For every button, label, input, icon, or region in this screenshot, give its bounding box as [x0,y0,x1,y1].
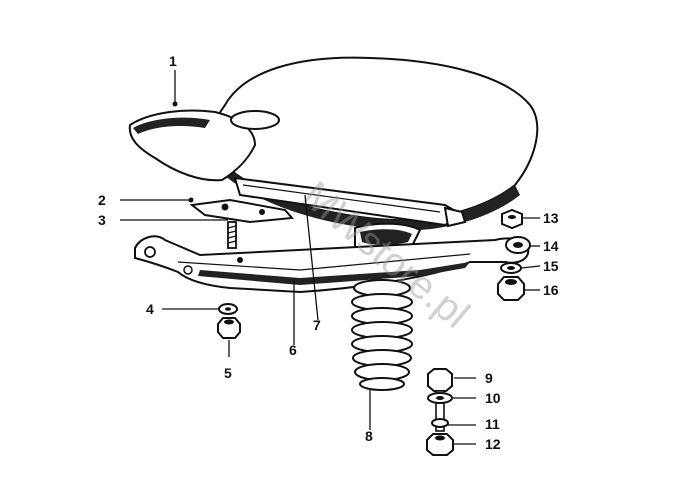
nut-16 [497,276,525,301]
bolt-9 [427,368,453,432]
washer-10 [427,392,453,404]
callout-6: 6 [289,342,297,358]
nut-5 [217,317,241,339]
callout-5: 5 [224,365,232,381]
callout-4: 4 [146,301,154,317]
callout-15: 15 [543,258,559,274]
sleeve-14 [505,236,531,254]
washer-4 [218,303,238,315]
callout-7: 7 [313,317,321,333]
callout-10: 10 [485,390,501,406]
callout-2: 2 [98,192,106,208]
nut-12 [426,433,454,456]
washer-15 [500,262,522,274]
seat-base-plate [233,176,467,228]
clamp-plate [189,198,295,224]
callout-1: 1 [169,53,177,69]
frame-bracket [134,235,530,294]
callout-8: 8 [365,428,373,444]
callout-14: 14 [543,238,559,254]
callout-11: 11 [485,416,500,432]
leader-lines [120,70,541,445]
callouts: 1 2 3 4 5 6 7 8 9 10 11 12 13 14 15 16 [98,53,559,452]
callout-9: 9 [485,370,493,386]
callout-12: 12 [485,436,501,452]
bushing-13 [501,208,523,230]
callout-16: 16 [543,282,559,298]
washer-11 [431,418,449,428]
seat-cushion [128,56,539,231]
callout-13: 13 [543,210,559,226]
callout-3: 3 [98,212,106,228]
coil-spring [351,279,413,391]
bolt-3 [227,221,237,249]
